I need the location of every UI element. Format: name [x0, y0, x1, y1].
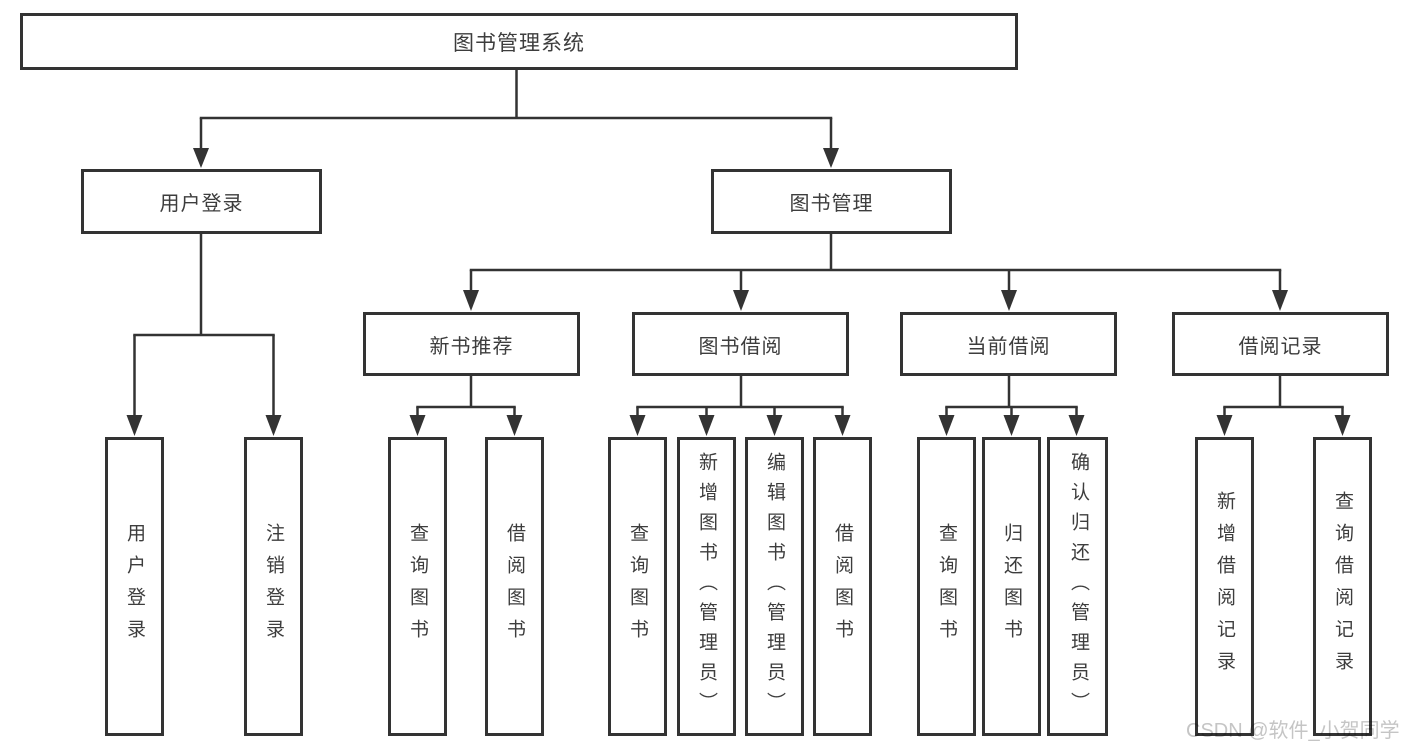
- connector-user-login-to-children: [126, 234, 282, 436]
- node-current-confirm-return-admin: 确认归还（管理员）: [1047, 437, 1108, 736]
- node-borrow-query-books: 查询图书: [608, 437, 667, 736]
- connector-new-book-to-children: [409, 376, 523, 436]
- node-current-query-books: 查询图书: [917, 437, 976, 736]
- node-library-system: 图书管理系统: [20, 13, 1018, 70]
- node-recommend-query-books: 查询图书: [388, 437, 447, 736]
- node-new-book-recommend: 新书推荐: [363, 312, 580, 376]
- node-borrow-edit-books-admin: 编辑图书（管理员）: [745, 437, 804, 736]
- node-borrow-add-books-admin: 新增图书（管理员）: [677, 437, 736, 736]
- node-records-add-record: 新增借阅记录: [1195, 437, 1254, 736]
- connector-borrow-records-to-children: [1216, 376, 1351, 436]
- node-book-management: 图书管理: [711, 169, 952, 234]
- connector-book-borrow-to-children: [629, 376, 851, 436]
- node-borrow-borrow-books: 借阅图书: [813, 437, 872, 736]
- node-borrow-records: 借阅记录: [1172, 312, 1389, 376]
- node-recommend-borrow-books: 借阅图书: [485, 437, 544, 736]
- node-current-return-books: 归还图书: [982, 437, 1041, 736]
- node-user-login: 用户登录: [81, 169, 322, 234]
- node-login: 用户登录: [105, 437, 164, 736]
- node-book-borrow: 图书借阅: [632, 312, 849, 376]
- connector-book-management-to-level3: [463, 234, 1288, 311]
- watermark: CSDN @软件_小贺同学: [1186, 720, 1400, 742]
- node-current-borrow: 当前借阅: [900, 312, 1117, 376]
- node-records-query-record: 查询借阅记录: [1313, 437, 1372, 736]
- node-logout: 注销登录: [244, 437, 303, 736]
- connector-root-to-level2: [193, 70, 839, 168]
- connector-current-borrow-to-children: [938, 376, 1085, 436]
